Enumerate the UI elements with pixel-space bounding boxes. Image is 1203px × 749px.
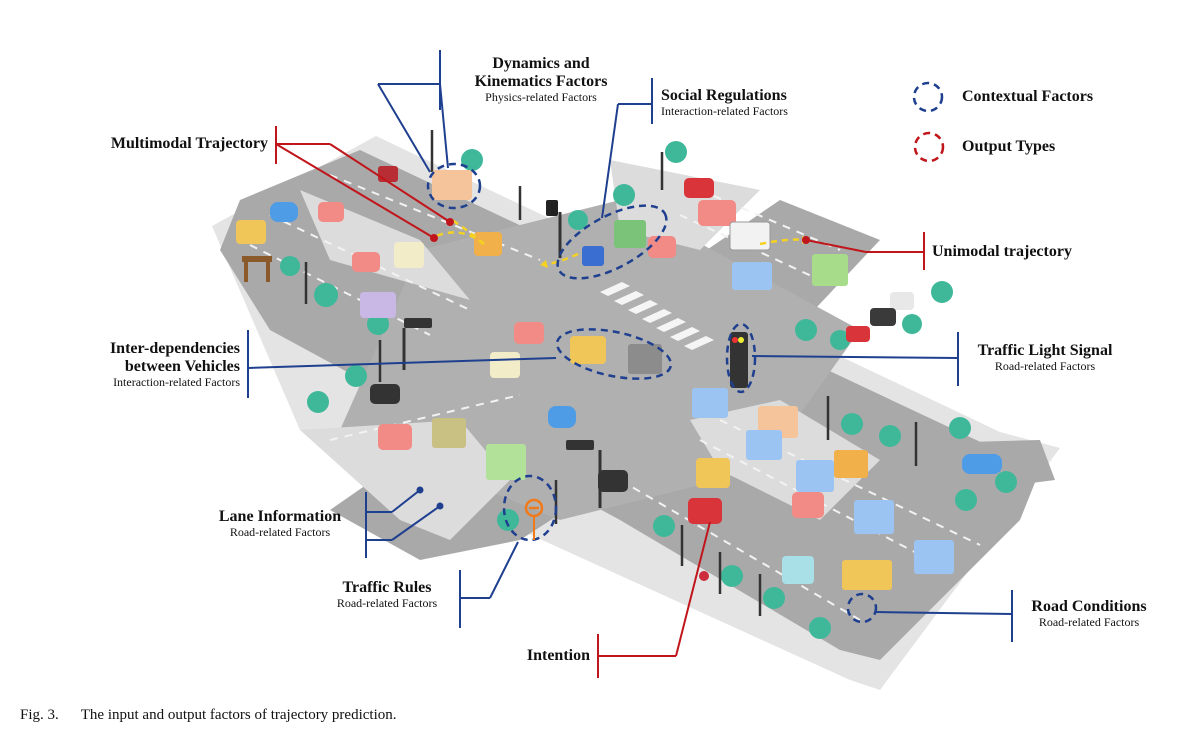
bus-cyan <box>782 556 814 584</box>
truck-white <box>729 221 771 251</box>
truck-blue <box>732 262 772 290</box>
bus-yellow <box>696 458 730 488</box>
lamp-posts <box>304 130 918 616</box>
leader-lines-blue <box>247 50 1013 642</box>
car-red <box>684 178 714 198</box>
car-blue <box>548 406 576 428</box>
car-blue <box>270 202 298 222</box>
label-lane-information: Lane Information Road-related Factors <box>218 508 342 539</box>
truck-blue <box>914 540 954 574</box>
figure-number: Fig. 3. <box>20 707 59 723</box>
vehicles <box>236 166 1002 590</box>
truck-green <box>614 220 646 248</box>
label-unimodal: Unimodal trajectory <box>932 243 1072 260</box>
bus-yellow <box>570 336 606 364</box>
label-multimodal: Multimodal Trajectory <box>110 135 268 152</box>
label-dynamics: Dynamics and Kinematics Factors Physics-… <box>474 55 608 104</box>
car-pink <box>514 322 544 344</box>
label-intention: Intention <box>526 647 590 664</box>
legend-output: Output Types <box>962 138 1056 155</box>
trees <box>280 141 1017 639</box>
no-entry-sign-icon <box>524 498 544 540</box>
truck-green <box>486 444 526 480</box>
legend-contextual: Contextual Factors <box>962 88 1094 105</box>
digger-yellow <box>474 232 502 256</box>
label-social: Social Regulations Interaction-related F… <box>661 87 788 118</box>
truck-blue <box>746 430 782 460</box>
car-black <box>870 308 896 326</box>
truck-grey <box>628 344 662 374</box>
car-white <box>890 292 914 310</box>
truck-green <box>812 254 848 286</box>
crosswalk <box>600 282 714 350</box>
output-legend-icon <box>913 131 945 163</box>
car-blue <box>962 454 1002 474</box>
traffic-lights <box>402 200 748 508</box>
leader-lines-red <box>275 126 925 678</box>
van-cream <box>394 242 424 268</box>
bus-lavender <box>360 292 396 318</box>
figure-caption: Fig. 3. The input and output factors of t… <box>20 707 397 724</box>
car-pink <box>378 424 412 450</box>
figure-caption-text: The input and output factors of trajecto… <box>80 707 397 723</box>
contextual-highlights <box>426 162 878 624</box>
label-traffic-rules: Traffic Rules Road-related Factors <box>336 579 438 610</box>
truck-olive <box>432 418 466 448</box>
car-red <box>846 326 870 342</box>
car-pink <box>792 492 824 518</box>
car-black <box>598 470 628 492</box>
car-pink <box>698 200 736 226</box>
van-cream <box>490 352 520 378</box>
car-red-dark <box>378 166 398 182</box>
truck-blue <box>796 460 834 492</box>
truck-yellow <box>842 560 892 590</box>
contextual-legend-icon <box>912 81 944 113</box>
truck-orange <box>432 170 472 200</box>
car-pink <box>352 252 380 272</box>
label-interdependencies: Inter-dependencies between Vehicles Inte… <box>109 340 240 389</box>
truck-orange <box>834 450 868 478</box>
label-traffic-light: Traffic Light Signal Road-related Factor… <box>977 342 1113 373</box>
car-pink <box>648 236 676 258</box>
car-red <box>688 498 722 524</box>
car-pink <box>318 202 344 222</box>
label-road-conditions: Road Conditions Road-related Factors <box>1031 598 1147 629</box>
truck-blue <box>692 388 728 418</box>
bus-stop <box>242 246 709 581</box>
trajectory-paths <box>435 218 807 266</box>
bus-yellow <box>236 220 266 244</box>
car-black <box>370 384 400 404</box>
truck-blue <box>854 500 894 534</box>
